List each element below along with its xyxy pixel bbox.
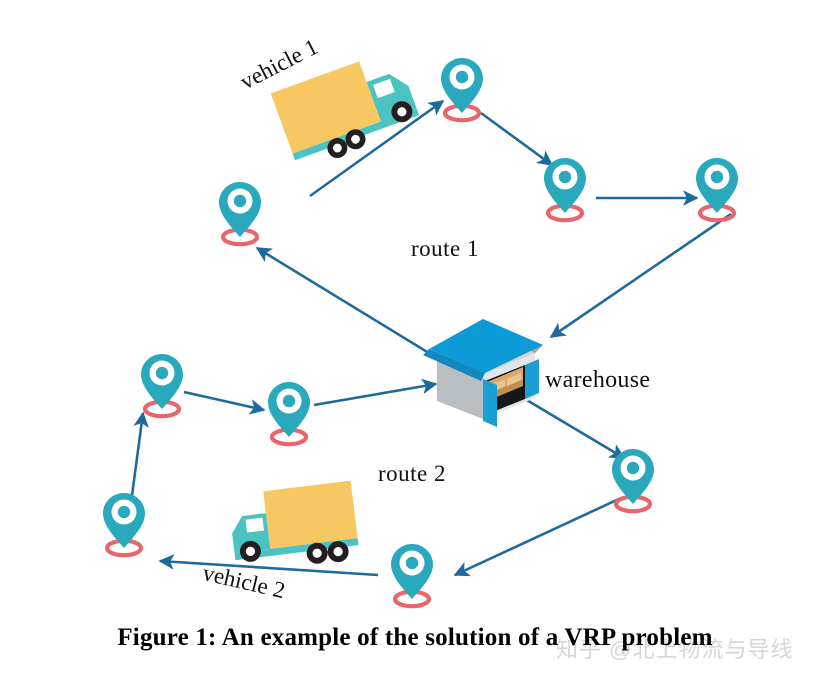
arrow-r2-6 <box>129 411 149 504</box>
arrow-r2-4 <box>453 496 622 577</box>
pin-marker[interactable] <box>696 158 738 220</box>
pin-marker[interactable] <box>391 544 433 606</box>
arrow-r1-4 <box>549 212 732 339</box>
arrow-r2-5 <box>158 554 379 577</box>
arrow-r1-5 <box>255 246 438 360</box>
warehouse-label: warehouse <box>545 367 651 393</box>
arrow-r2-2 <box>313 378 438 407</box>
truck-icon-vehicle-2 <box>232 480 359 564</box>
arrow-r1-1 <box>309 99 445 198</box>
arrow-r2-3 <box>524 397 626 460</box>
pin-marker[interactable] <box>441 58 483 120</box>
arrow-r1-2 <box>480 111 554 167</box>
pin-marker[interactable] <box>268 382 310 444</box>
warehouse-icon <box>423 319 543 427</box>
route2-arrows <box>129 378 626 577</box>
watermark-text: 知乎 @北上物流与导线 <box>556 637 794 662</box>
arrow-r2-1 <box>183 390 266 415</box>
location-pins <box>103 58 738 606</box>
truck-icon-vehicle-1 <box>270 61 420 161</box>
route-2-label: route 2 <box>378 461 447 486</box>
figure-caption: Figure 1: An example of the solution of … <box>117 624 713 651</box>
pin-marker[interactable] <box>219 182 261 244</box>
pin-marker[interactable] <box>544 158 586 220</box>
route1-arrows <box>255 99 732 360</box>
pin-marker[interactable] <box>612 449 654 511</box>
route-1-label: route 1 <box>411 236 480 261</box>
pin-marker[interactable] <box>103 493 145 555</box>
pin-marker[interactable] <box>141 354 183 416</box>
